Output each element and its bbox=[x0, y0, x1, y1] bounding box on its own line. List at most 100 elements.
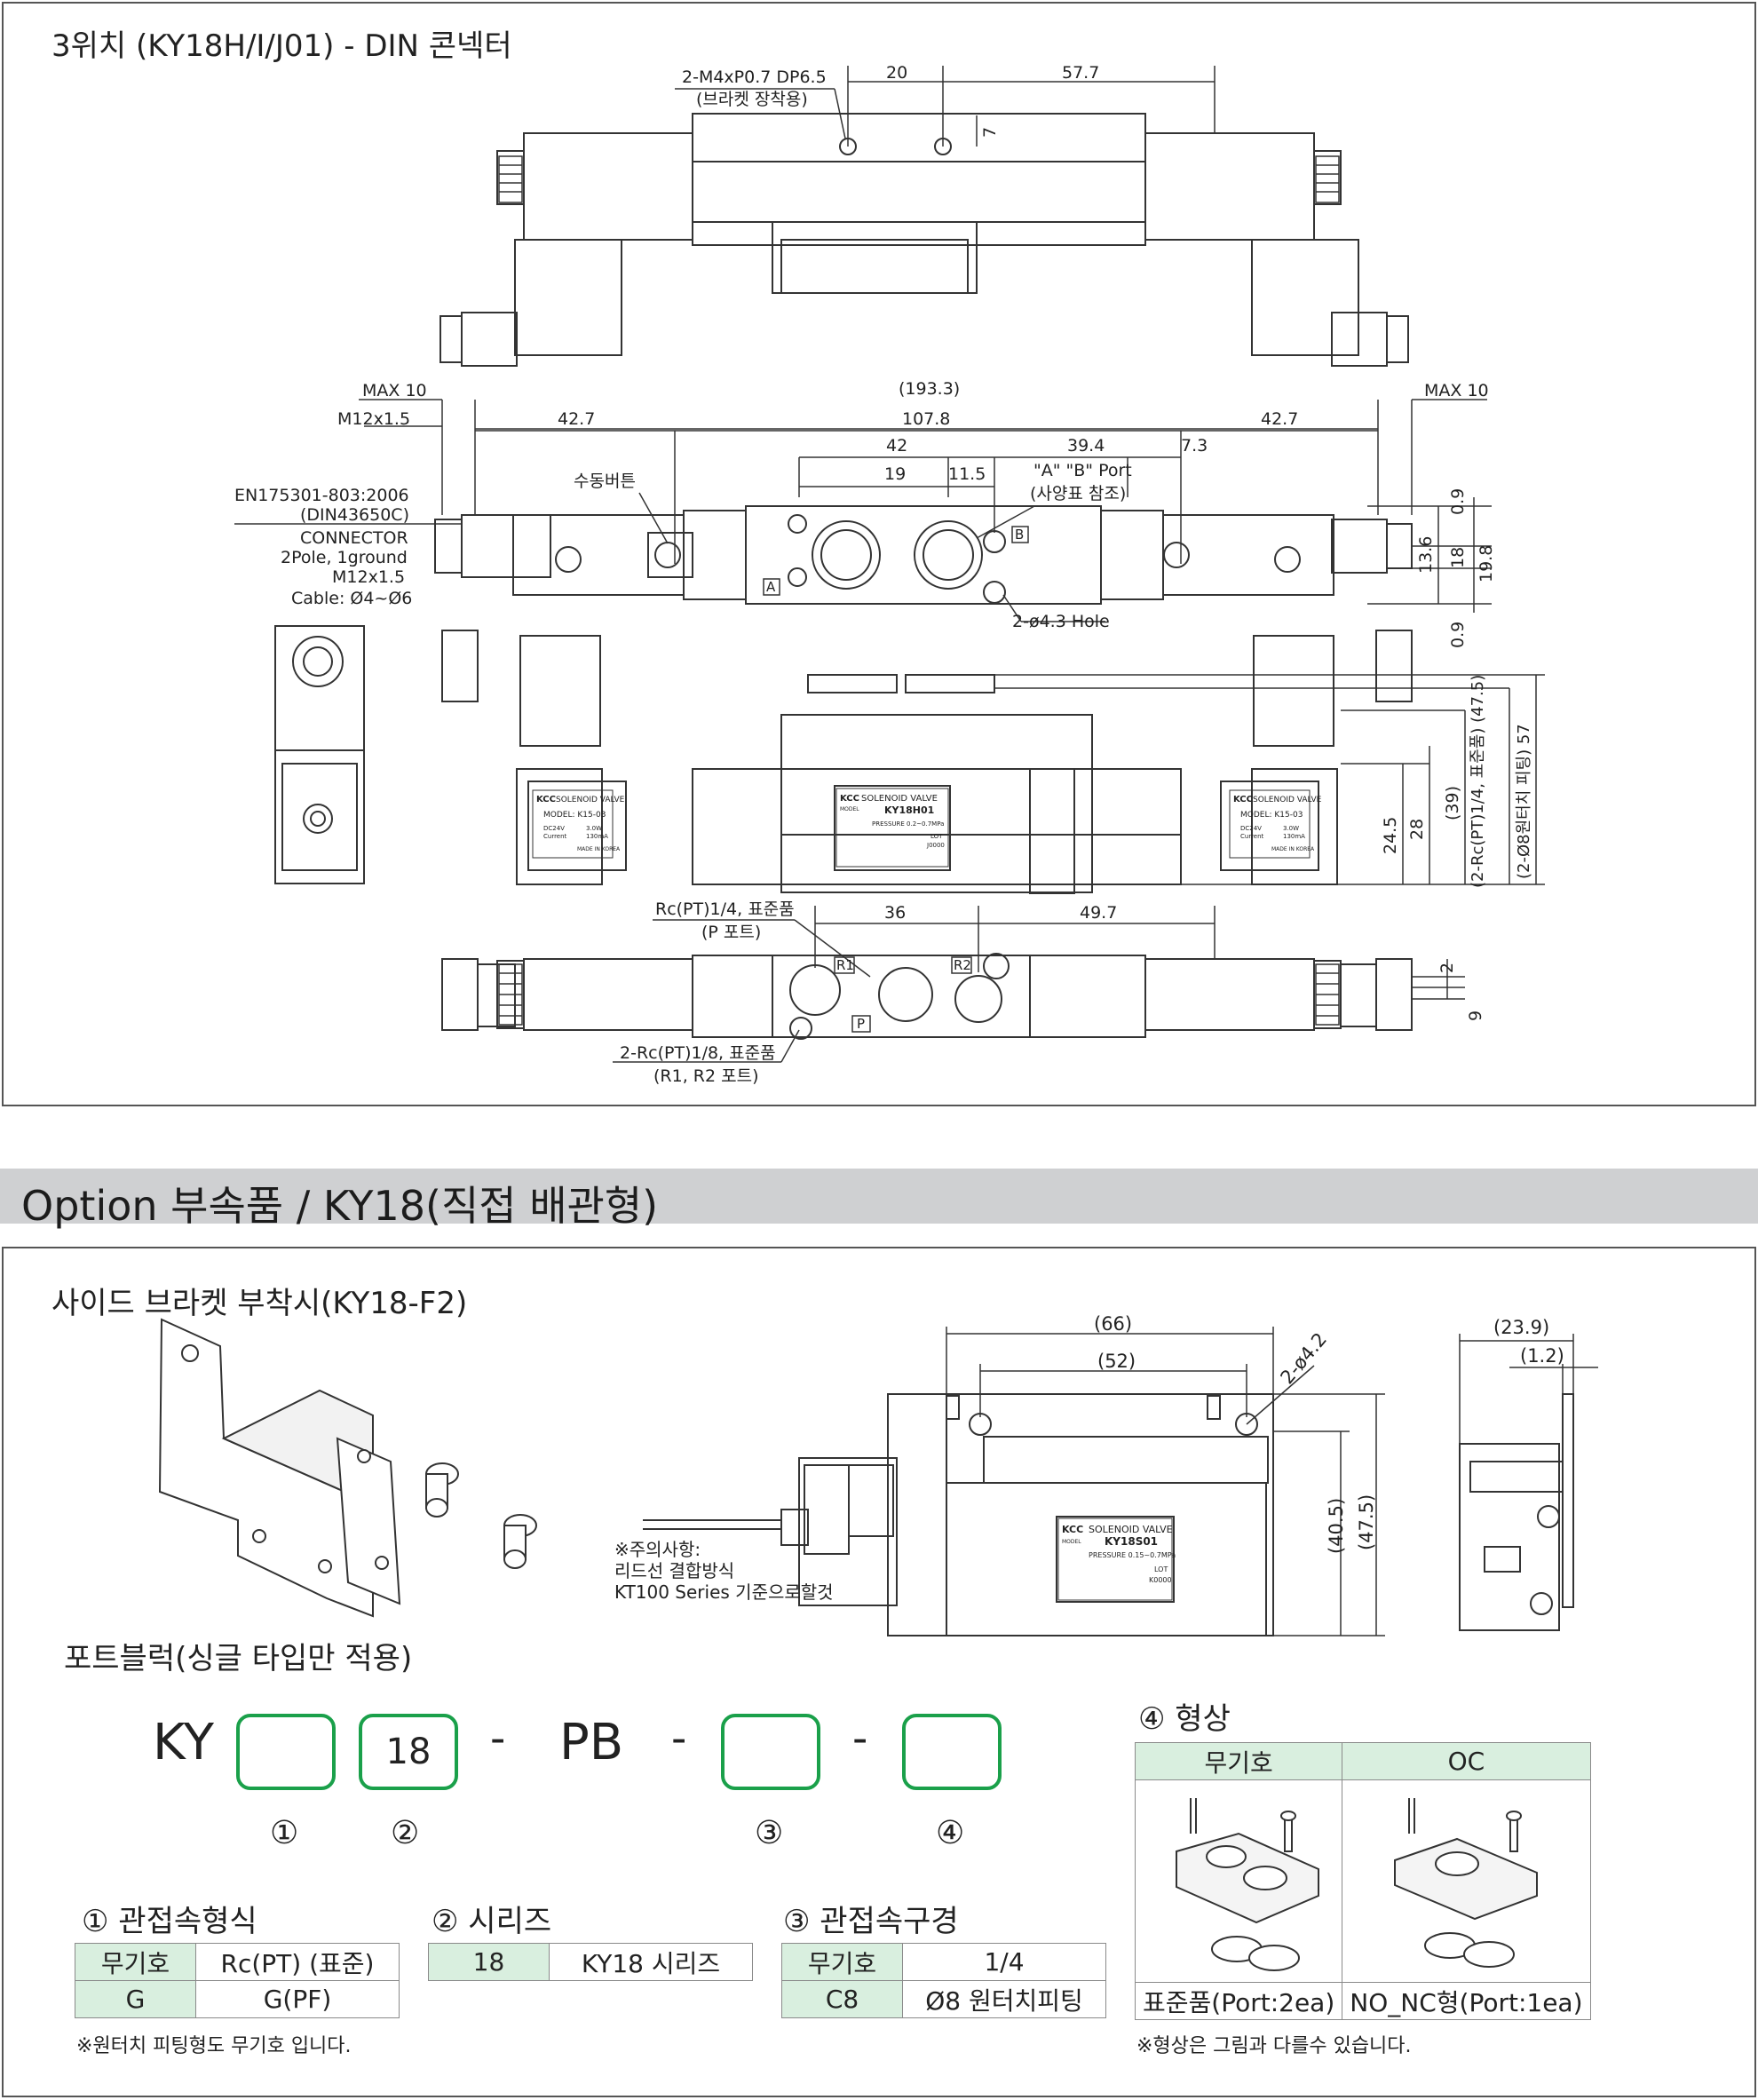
dim-19: 19 bbox=[884, 464, 906, 484]
table-cell: G bbox=[75, 1980, 196, 2018]
table-row bbox=[1134, 1779, 1591, 1983]
table-row: G G(PF) bbox=[75, 1980, 400, 2018]
bracket-dims bbox=[946, 1327, 1598, 1636]
bracket-side-view bbox=[1459, 1393, 1574, 1631]
side-dim-lines bbox=[234, 399, 1492, 622]
dim-v0-9b: 0.9 bbox=[1448, 622, 1468, 648]
bracket-section-title: 사이드 브라켓 부착시(KY18-F2) bbox=[51, 1286, 468, 1321]
bracket-valve-model-lbl: MODEL bbox=[1062, 1539, 1081, 1545]
bracket-iso bbox=[158, 1318, 537, 1618]
dim-max10-left: MAX 10 bbox=[362, 381, 427, 400]
dim-v28: 28 bbox=[1407, 819, 1427, 840]
table-header: OC bbox=[1342, 1742, 1591, 1780]
dim-overall: (193.3) bbox=[899, 379, 960, 399]
code-dash-3: - bbox=[852, 1714, 868, 1763]
dim-42-7-right: 42.7 bbox=[1261, 409, 1298, 429]
bracket-valve-brand: KCC bbox=[1062, 1524, 1083, 1535]
dim-42-7-left: 42.7 bbox=[558, 409, 595, 429]
tag-a: A bbox=[766, 579, 776, 595]
dim-1-2: (1.2) bbox=[1520, 1345, 1564, 1367]
dim-mount-hole-sub: (브라켓 장착용) bbox=[696, 90, 808, 109]
coil-model-left: MODEL: K15-03 bbox=[543, 811, 606, 820]
table-row: 무기호 Rc(PT) (표준) bbox=[75, 1943, 400, 1981]
valve-model-lbl: MODEL bbox=[840, 806, 859, 812]
table-cell: Ø8 원터치피팅 bbox=[902, 1980, 1106, 2018]
bracket-valve-front bbox=[643, 1393, 1274, 1636]
dim-7-3: 7.3 bbox=[1181, 436, 1208, 456]
tag-p: P bbox=[857, 1016, 865, 1032]
code-dash-2: - bbox=[671, 1714, 687, 1763]
label-connector-3: CONNECTOR bbox=[300, 528, 408, 548]
dim-11-5: 11.5 bbox=[948, 464, 986, 484]
bracket-valve-lot: LOT bbox=[1154, 1565, 1168, 1573]
table-row: 18 KY18 시리즈 bbox=[428, 1943, 753, 1981]
table-cell: 무기호 bbox=[75, 1943, 196, 1981]
section-1-title: ① 관접속형식 bbox=[82, 1904, 257, 1939]
code-box-1 bbox=[236, 1714, 336, 1790]
dim-v24-5: 24.5 bbox=[1381, 817, 1400, 854]
label-port-ab: "A" "B" Port bbox=[1033, 461, 1132, 480]
shape-image-cell bbox=[1342, 1779, 1591, 1983]
dim-39-4: 39.4 bbox=[1067, 436, 1105, 456]
coil-ma-left: 130mA bbox=[586, 833, 608, 840]
valve-brand: KCC bbox=[840, 794, 859, 804]
table-cell: 1/4 bbox=[902, 1943, 1106, 1981]
bracket-note-2: 리드선 결합방식 bbox=[614, 1560, 734, 1581]
bottom-dim-lines bbox=[613, 906, 1465, 1063]
coil-brand-left: KCC bbox=[536, 795, 556, 804]
dim-v2: 2 bbox=[1437, 963, 1457, 973]
portblock-standard-image bbox=[1176, 1798, 1320, 1971]
marker-2: ② bbox=[391, 1815, 420, 1851]
coil-w-left: 3.0W bbox=[586, 825, 602, 832]
marker-3: ③ bbox=[755, 1815, 784, 1851]
section-2-title: ② 시리즈 bbox=[432, 1904, 552, 1939]
code-dash-1: - bbox=[490, 1714, 506, 1763]
bracket-note-1: ※주의사항: bbox=[614, 1539, 701, 1560]
table-cell: NO_NC형(Port:1ea) bbox=[1342, 1982, 1591, 2020]
dim-107-8: 107.8 bbox=[902, 409, 950, 429]
front-dim-lines bbox=[994, 674, 1545, 885]
coil-made-left: MADE IN KOREA bbox=[577, 846, 621, 852]
nameplate-right: KCC SOLENOID VALVE MODEL: K15-03 DC24V 3… bbox=[1229, 789, 1322, 859]
section-3-title: ③ 관접속구경 bbox=[783, 1904, 959, 1939]
dim-m12: M12x1.5 bbox=[337, 409, 410, 429]
label-r-port: 2-Rc(PT)1/8, 표준품 bbox=[620, 1043, 776, 1063]
bracket-nameplate: KCC SOLENOID VALVE MODEL KY18S01 PRESSUR… bbox=[1057, 1518, 1176, 1601]
dim-66: (66) bbox=[1094, 1313, 1132, 1335]
dim-v39: (39) bbox=[1443, 786, 1462, 820]
coil-cur-right: Current bbox=[1240, 833, 1264, 840]
dim-v18: 18 bbox=[1448, 547, 1468, 568]
shape-note: ※형상은 그림과 다를수 있습니다. bbox=[1136, 2035, 1412, 2057]
table-row: 무기호 OC bbox=[1134, 1742, 1591, 1780]
label-p-port: Rc(PT)1/4, 표준품 bbox=[655, 899, 795, 919]
code-box-2: 18 bbox=[359, 1714, 458, 1790]
dim-v0-9a: 0.9 bbox=[1448, 488, 1468, 515]
coil-title-left: SOLENOID VALVE bbox=[556, 796, 625, 804]
dim-v57: (2-Ø8원터치 피팅) 57 bbox=[1515, 724, 1533, 879]
coil-cur-left: Current bbox=[543, 833, 567, 840]
table-row: C8 Ø8 원터치피팅 bbox=[781, 1980, 1106, 2018]
coil-v-left: DC24V bbox=[543, 825, 565, 832]
marker-4: ④ bbox=[936, 1815, 965, 1851]
code-box-4 bbox=[902, 1714, 1002, 1790]
table-shape: 무기호 OC bbox=[1134, 1742, 1591, 2020]
table-cell: 무기호 bbox=[781, 1943, 903, 1981]
coil-made-right: MADE IN KOREA bbox=[1271, 846, 1315, 852]
bracket-valve-model: KY18S01 bbox=[1105, 1535, 1158, 1548]
coil-title-right: SOLENOID VALVE bbox=[1253, 796, 1322, 804]
label-r-port-sub: (R1, R2 포트) bbox=[653, 1066, 758, 1086]
label-connector-4: 2Pole, 1ground bbox=[281, 548, 408, 567]
label-connector-2: (DIN43650C) bbox=[300, 505, 409, 525]
label-connector-1: EN175301-803:2006 bbox=[234, 486, 409, 505]
table-series: 18 KY18 시리즈 bbox=[428, 1943, 753, 1981]
shape-image-cell bbox=[1134, 1779, 1343, 1983]
dim-v13-6: 13.6 bbox=[1416, 536, 1436, 574]
dim-23-9: (23.9) bbox=[1493, 1317, 1549, 1338]
end-view-left bbox=[274, 625, 365, 884]
dim-49-7: 49.7 bbox=[1080, 903, 1117, 923]
table-cell: C8 bbox=[781, 1980, 903, 2018]
tag-r2: R2 bbox=[954, 957, 971, 973]
dim-7: 7 bbox=[980, 127, 1000, 138]
option-banner: Option 부속품 / KY18(직접 배관형) bbox=[0, 1169, 1758, 1230]
bottom-view-body bbox=[441, 953, 1413, 1040]
